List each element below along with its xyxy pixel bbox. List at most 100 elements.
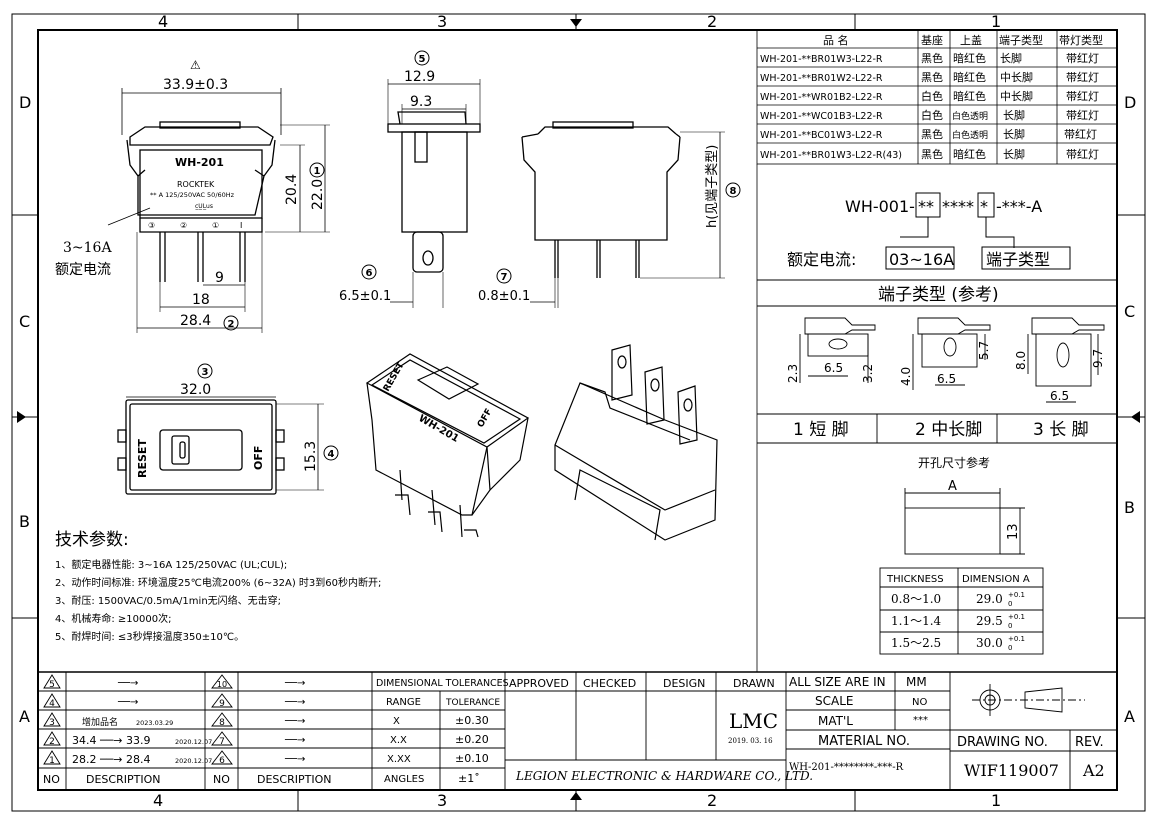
callout-numbers: 1 2 5 6 7 8 3 4: [202, 54, 737, 460]
rev-left-header-desc: DESCRIPTION: [86, 773, 160, 786]
revision-triangle-mark: ⚠: [190, 58, 201, 72]
cutout-text: 开孔尺寸参考 A 13 THICKNESS DIMENSION A 0.8～1.…: [886, 455, 1030, 652]
part-row-4-terminal: 长脚: [1003, 108, 1025, 122]
terminal-1-label: 1 短 脚: [793, 420, 849, 440]
dim-top-width: 32.0: [180, 382, 211, 398]
part-row-4-base: 白色: [921, 108, 943, 122]
terminal-2-label: 2 中长脚: [915, 420, 982, 440]
callout-6: 6: [366, 268, 373, 279]
part-row-5-name: WH-201-**BC01W3-L22-R: [760, 130, 883, 141]
unit-label: ALL SIZE ARE IN: [789, 675, 886, 689]
zone-top-4: 4: [158, 12, 168, 31]
approval-checked: CHECKED: [583, 677, 636, 690]
tech-params: 技术参数: 1、额定电器性能: 3~16A 125/250VAC (UL;CUL…: [55, 530, 381, 643]
tolerance-range-2: X.X: [390, 735, 407, 746]
zone-bottom-1: 1: [991, 791, 1001, 810]
revision-triangles: [43, 674, 233, 765]
iso-view-front-text: WH-201 RESET OFF: [382, 360, 495, 445]
terminal-2-dim-v: 5.7: [977, 341, 991, 360]
rev-right-no-9: 9: [219, 699, 225, 709]
rev-left-date-2: 2020.12.07: [175, 738, 212, 746]
tolerance-text: DIMENSIONAL TOLERANCES RANGE TOLERANCE X…: [376, 678, 509, 785]
rev-left-no-4: 4: [49, 699, 55, 709]
dim-side-pin: 6.5±0.1: [339, 289, 391, 304]
material-no-value: WH-201-********-***-R: [789, 762, 904, 773]
terminal-3-dim-h: 8.0: [1014, 351, 1028, 370]
terminal-3-dim-v: 9.7: [1091, 349, 1105, 368]
part-row-2-lamp: 带红灯: [1066, 71, 1099, 84]
terminal-types-title: 端子类型 (参考): [878, 285, 999, 305]
iso-view-front: [365, 353, 530, 538]
side-view-2-text: 0.8±0.1 h(见端子类型): [478, 145, 720, 304]
rev-left-no-2: 2: [49, 737, 55, 747]
callout-3: 3: [202, 367, 209, 378]
company-name: LEGION ELECTRONIC & HARDWARE CO., LTD.: [515, 769, 813, 783]
cutout-row-1-thickness: 0.8～1.0: [891, 592, 941, 606]
terminal-2-dim-h: 4.0: [899, 367, 913, 386]
part-row-4-name: WH-201-**WC01B3-L22-R: [760, 111, 883, 122]
callout-1: 1: [314, 166, 321, 177]
part-table-header-base: 基座: [921, 33, 943, 47]
material-no-label: MATERIAL NO.: [818, 734, 910, 749]
front-view-brand: ROCKTEK: [177, 180, 215, 189]
part-row-5-cover: 白色透明: [952, 129, 988, 141]
part-row-5-lamp: 带红灯: [1064, 128, 1097, 141]
cutout-header-dimension: DIMENSION A: [962, 574, 1030, 585]
front-view-text: WH-201 ROCKTEK ** A 125/250VAC 50/60Hz c…: [55, 58, 326, 329]
part-table-text: 品 名 基座 上盖 端子类型 带灯类型 WH-201-**BR01W3-L22-…: [760, 33, 1103, 161]
part-row-2-name: WH-201-**BR01W2-L22-R: [760, 73, 883, 84]
rev-right-desc-8: ──→: [284, 716, 305, 727]
title-block: [38, 671, 1117, 790]
rev-right-no-8: 8: [219, 718, 225, 728]
rev-right-desc-7: ──→: [284, 735, 305, 746]
approval-drawn: DRAWN: [733, 677, 775, 690]
part-row-3-cover: 暗红色: [953, 89, 986, 103]
outer-border: [11, 13, 1146, 812]
inner-border: [37, 29, 1118, 791]
approval-drawn-date: 2019. 03. 16: [728, 737, 773, 745]
part-row-2-cover: 暗红色: [953, 70, 986, 84]
terminal-1-dim-v: 3.2: [861, 364, 875, 383]
tolerance-value-2: ±0.20: [455, 733, 489, 746]
terminal-2-dim-w: 6.5: [937, 372, 956, 386]
part-row-1-lamp: 带红灯: [1066, 52, 1099, 65]
part-row-5-base: 黑色: [921, 127, 943, 141]
tech-params-title: 技术参数:: [55, 530, 129, 550]
tolerance-header-range: RANGE: [386, 697, 421, 708]
rev-left-desc-2: 34.4 ──→ 33.9: [72, 734, 150, 747]
callout-5: 5: [419, 54, 426, 65]
tech-param-3: 3、耐压: 1500VAC/0.5mA/1min无闪络、无击穿;: [55, 594, 281, 607]
front-view-terminal-roman: Ⅰ: [240, 221, 242, 230]
current-note-line2: 额定电流: [55, 262, 111, 278]
cutout-header-thickness: THICKNESS: [886, 574, 944, 585]
part-row-1-cover: 暗红色: [953, 51, 986, 65]
part-row-6-cover: 暗红色: [953, 147, 986, 161]
tech-param-1: 1、额定电器性能: 3~16A 125/250VAC (UL;CUL);: [55, 558, 287, 571]
dim-front-height-inner: 20.4: [284, 174, 300, 205]
part-code-current-value: 03~16A: [889, 250, 954, 269]
cutout-title: 开孔尺寸参考: [918, 455, 990, 470]
rev-right-no-7: 7: [219, 737, 225, 747]
dim-front-pin-small: 9: [215, 270, 224, 286]
part-row-1-name: WH-201-**BR01W3-L22-R: [760, 54, 883, 65]
material-label: MAT'L: [818, 714, 853, 728]
part-code-mid: ****: [942, 197, 974, 216]
rev-left-date-3: 2023.03.29: [136, 719, 173, 727]
zone-bottom-3: 3: [437, 791, 447, 810]
center-arrows: [17, 19, 1140, 800]
part-row-2-base: 黑色: [921, 70, 943, 84]
zone-right-A: A: [1124, 707, 1135, 726]
terminal-3-dim-w: 6.5: [1050, 389, 1069, 403]
top-view: [117, 396, 324, 495]
rev-right-desc-9: ──→: [284, 697, 305, 708]
front-view-model: WH-201: [175, 156, 224, 169]
part-row-1-terminal: 长脚: [1000, 51, 1022, 65]
approval-approved: APPROVED: [509, 677, 569, 690]
terminal-1-dim-h: 2.3: [786, 364, 800, 383]
tolerance-header-tol: TOLERANCE: [445, 698, 500, 708]
dim-front-height-outer: 22.0: [310, 179, 326, 210]
tech-param-4: 4、机械寿命: ≥10000次;: [55, 612, 171, 625]
zone-left-B: B: [19, 512, 30, 531]
drawing-no-label: DRAWING NO.: [957, 735, 1048, 750]
